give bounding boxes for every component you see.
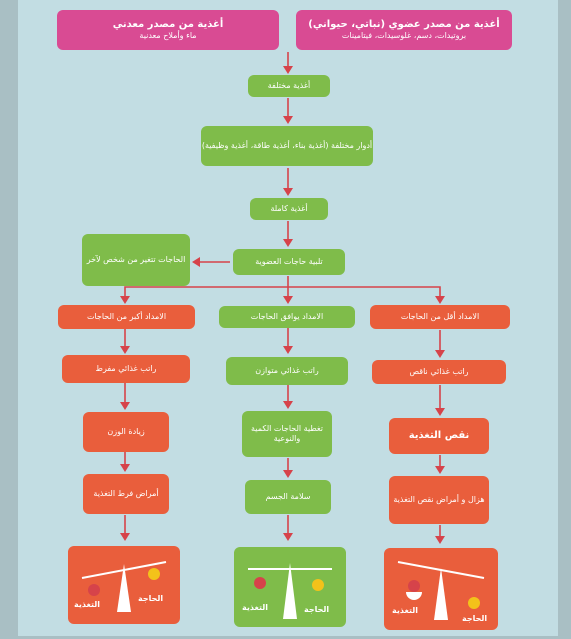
undernutrition-box: نقص التغذية	[389, 418, 489, 454]
supply-more-box: الامداد أكبر من الحاجات	[58, 305, 195, 329]
mineral-source-subtitle: ماء وأملاح معدنية	[139, 31, 197, 41]
supply-more-label: الامداد أكبر من الحاجات	[86, 312, 167, 321]
scale-over-nutrition: التغذية	[74, 600, 101, 609]
supply-matches-label: الامداد يوافق الحاجات	[250, 312, 324, 321]
scale-balanced-icon	[248, 563, 332, 619]
scale-balanced-need: الحاجة	[304, 605, 330, 614]
scale-over-icon	[81, 561, 167, 612]
supply-less-label: الامداد أقل من الحاجات	[400, 312, 480, 321]
scale-balanced: التغذية الحاجة	[234, 547, 346, 627]
mineral-source-box: أغذية من مصدر معدني ماء وأملاح معدنية	[57, 10, 279, 50]
needs-vary-box: الحاجات تتغير من شخص لآخر	[82, 234, 190, 286]
emaciation-box: هزال و أمراض نقص التغذية	[389, 476, 489, 524]
scale-under-need: الحاجة	[462, 614, 488, 623]
mineral-source-title: أغذية من مصدر معدني	[112, 18, 224, 30]
organic-source-title: أغذية من مصدر عضوي (نباتي، حيواني)	[308, 18, 500, 30]
excessive-diet-box: راتب غذائي مفرط	[62, 355, 190, 383]
scale-under: التغذية الحاجة	[384, 548, 498, 630]
deficient-diet-box: راتب غذائي ناقص	[372, 360, 506, 384]
various-foods-label: أغذية مختلفة	[267, 81, 311, 90]
complete-food-label: أغذية كاملة	[270, 204, 308, 213]
supply-matches-box: الامداد يوافق الحاجات	[219, 306, 355, 328]
excessive-diet-label: راتب غذائي مفرط	[95, 364, 157, 373]
organic-source-box: أغذية من مصدر عضوي (نباتي، حيواني) بروتي…	[296, 10, 512, 50]
satisfy-needs-box: تلبية حاجات العضوية	[233, 249, 345, 275]
overnutrition-box: أمراض فرط التغذية	[83, 474, 169, 514]
satisfy-needs-label: تلبية حاجات العضوية	[255, 257, 323, 266]
coverage-box: تغطية الحاجات الكمية والنوعية	[242, 411, 332, 457]
scale-over: التغذية الحاجة	[68, 546, 180, 624]
roles-box: أدوار مختلفة (أغذية بناء، أغذية طاقة، أغ…	[201, 126, 373, 166]
weight-gain-label: زيادة الوزن	[107, 427, 145, 436]
roles-label: أدوار مختلفة (أغذية بناء، أغذية طاقة، أغ…	[201, 141, 373, 150]
arrow-head	[283, 66, 293, 74]
deficient-diet-label: راتب غذائي ناقص	[409, 367, 469, 376]
weight-gain-box: زيادة الوزن	[83, 412, 169, 452]
scale-over-need: الحاجة	[138, 594, 164, 603]
balanced-diet-label: راتب غذائي متوازن	[255, 366, 319, 375]
emaciation-label: هزال و أمراض نقص التغذية	[393, 495, 485, 504]
organic-source-subtitle: بروتيدات، دسم، غلوسيدات، فيتامينات	[341, 31, 467, 41]
coverage-label: تغطية الحاجات الكمية والنوعية	[250, 424, 324, 443]
scale-balanced-nutrition: التغذية	[242, 603, 269, 612]
various-foods-box: أغذية مختلفة	[248, 75, 330, 97]
scale-under-icon	[397, 561, 485, 620]
body-health-label: سلامة الجسم	[265, 492, 311, 501]
needs-vary-label: الحاجات تتغير من شخص لآخر	[86, 255, 186, 264]
undernutrition-label: نقص التغذية	[408, 429, 470, 441]
overnutrition-label: أمراض فرط التغذية	[93, 489, 159, 498]
supply-less-box: الامداد أقل من الحاجات	[370, 305, 510, 329]
complete-food-box: أغذية كاملة	[250, 198, 328, 220]
body-health-box: سلامة الجسم	[245, 480, 331, 514]
scale-under-nutrition: التغذية	[392, 606, 419, 615]
balanced-diet-box: راتب غذائي متوازن	[226, 357, 348, 385]
